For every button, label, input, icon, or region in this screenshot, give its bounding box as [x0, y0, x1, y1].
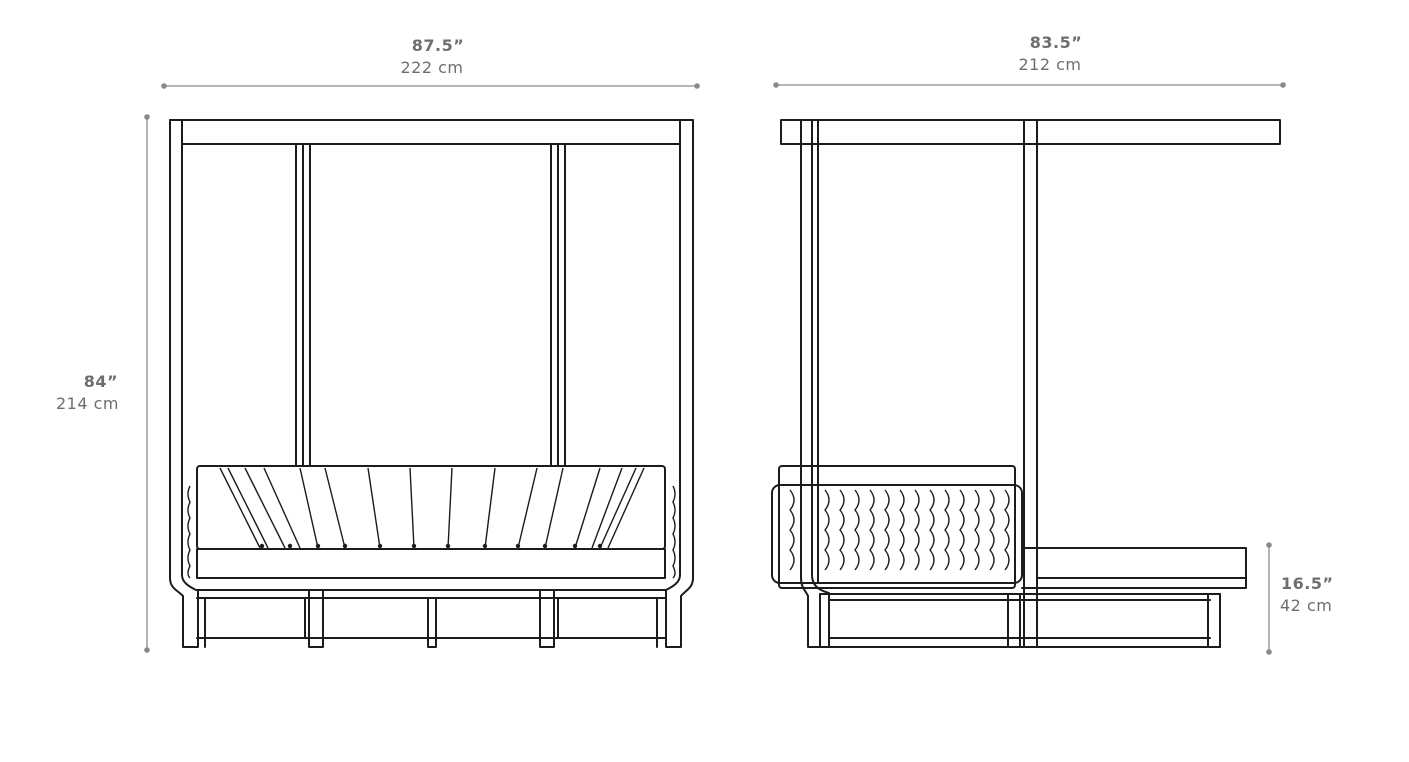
width-cm-label: 222 cm [400, 58, 463, 77]
height-cm-label: 214 cm [56, 394, 119, 413]
width-dimension: 87.5” 222 cm [161, 36, 700, 89]
width-inches-label: 87.5” [412, 36, 465, 55]
height-inches-label: 84” [84, 372, 118, 391]
front-view [169, 119, 694, 648]
depth-cm-label: 212 cm [1018, 55, 1081, 74]
depth-inches-label: 83.5” [1030, 33, 1083, 52]
seat-height-dimension: 16.5” 42 cm [1266, 542, 1333, 655]
seat-height-inches-label: 16.5” [1281, 574, 1334, 593]
height-dimension: 84” 214 cm [56, 114, 150, 653]
depth-dimension: 83.5” 212 cm [773, 33, 1286, 88]
side-view [771, 119, 1281, 648]
seat-height-cm-label: 42 cm [1280, 596, 1332, 615]
